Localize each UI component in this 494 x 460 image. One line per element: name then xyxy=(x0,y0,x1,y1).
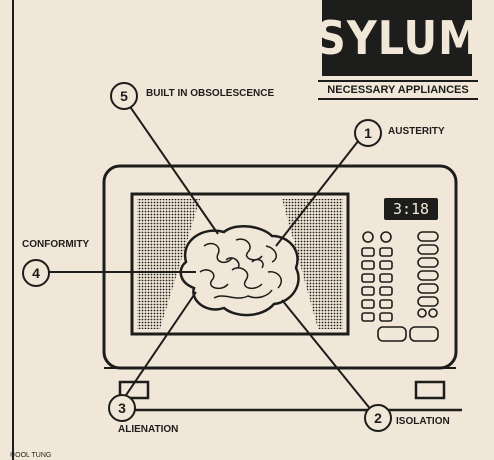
callout-label-austerity: AUSTERITY xyxy=(388,126,445,137)
subtitle: NECESSARY APPLIANCES xyxy=(318,80,478,100)
keypad xyxy=(361,231,439,342)
brain-icon xyxy=(179,224,300,317)
callout-badge-4: 4 xyxy=(22,259,50,287)
footnote: ©OOL TUNG xyxy=(10,452,52,459)
left-border xyxy=(12,0,14,460)
callout-badge-1: 1 xyxy=(354,119,382,147)
callout-badge-3: 3 xyxy=(108,394,136,422)
callout-badge-5: 5 xyxy=(110,82,138,110)
callout-lines xyxy=(34,94,377,417)
foot-right xyxy=(414,380,446,400)
callout-badge-2: 2 xyxy=(364,404,392,432)
callout-label-obsolescence: BUILT IN OBSOLESCENCE xyxy=(146,88,275,99)
timer-display: 3:18 xyxy=(384,198,438,220)
callout-label-alienation: ALIENATION xyxy=(118,424,179,435)
callout-label-isolation: ISOLATION xyxy=(396,416,450,427)
callout-label-conformity: CONFORMITY xyxy=(22,239,90,250)
